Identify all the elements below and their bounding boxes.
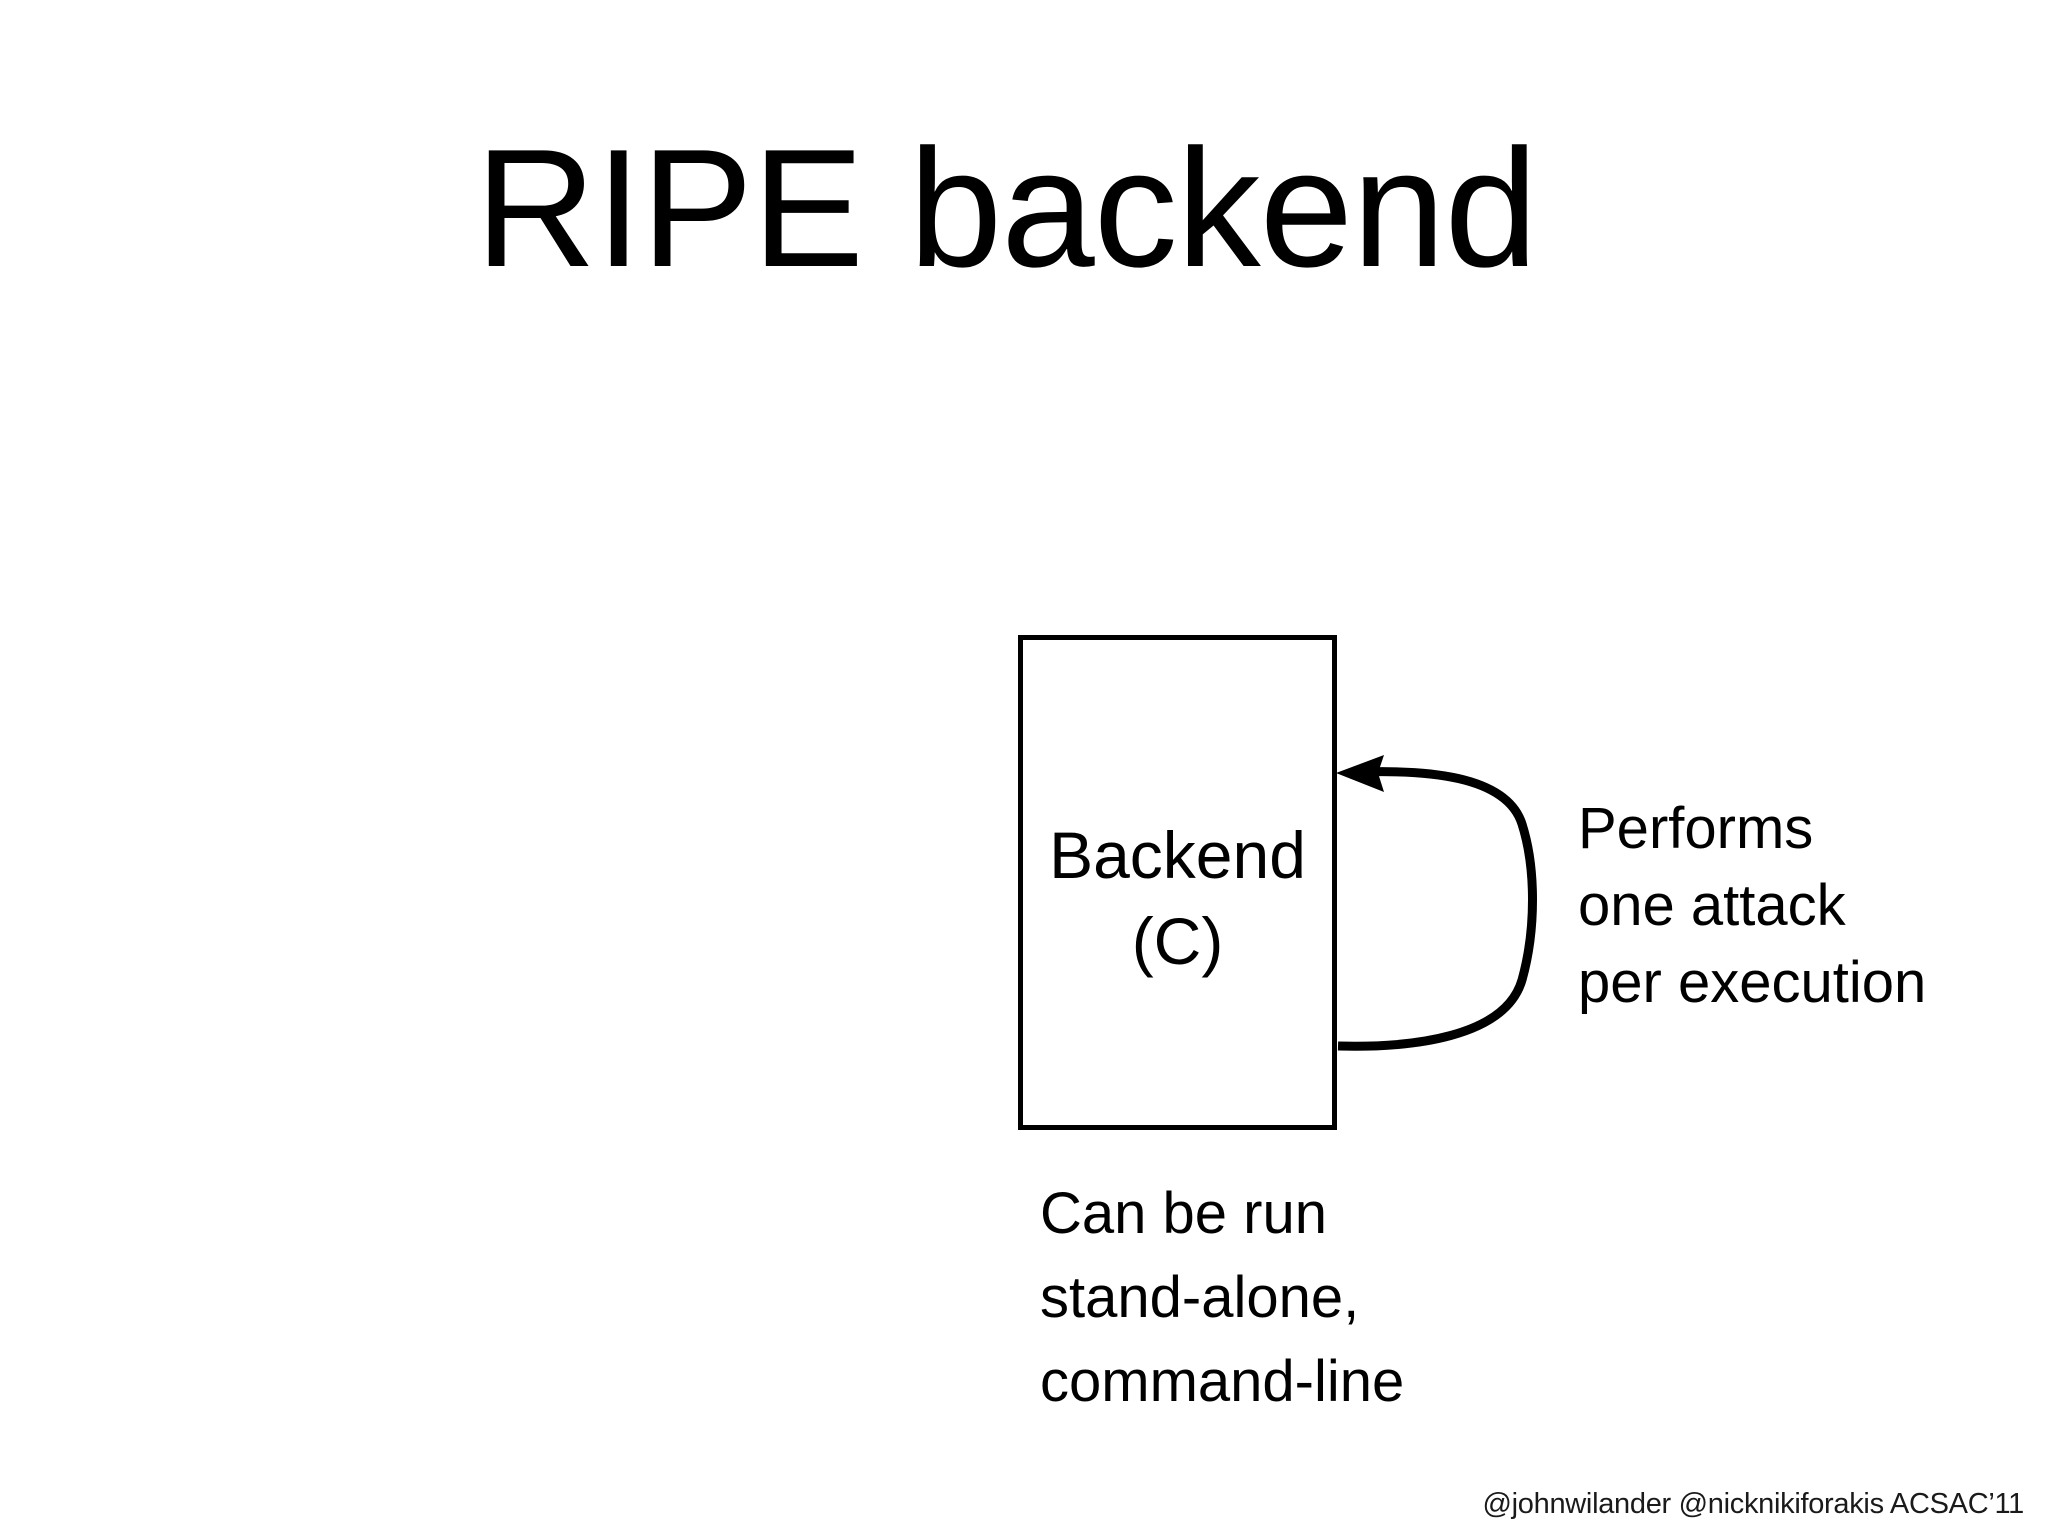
loop-arrow-icon bbox=[1336, 755, 1537, 1051]
box-annotation-line1: Can be run bbox=[1040, 1181, 1327, 1246]
loop-annotation-line1: Performs bbox=[1578, 796, 1814, 861]
backend-box-label: Backend (C) bbox=[1023, 812, 1332, 984]
page-title: RIPE backend bbox=[475, 114, 1538, 302]
backend-box-label-line1: Backend bbox=[1049, 818, 1306, 892]
backend-component-box: Backend (C) bbox=[1018, 635, 1337, 1130]
loop-annotation-text: Performs one attack per execution bbox=[1578, 790, 2008, 1021]
box-annotation-text: Can be run stand-alone, command-line bbox=[1040, 1172, 1560, 1424]
box-annotation-line2: stand-alone, bbox=[1040, 1265, 1360, 1330]
backend-box-label-line2: (C) bbox=[1131, 904, 1224, 978]
box-annotation-line3: command-line bbox=[1040, 1349, 1405, 1414]
loop-annotation-line2: one attack bbox=[1578, 873, 1846, 938]
footer-credit: @johnwilander @nicknikiforakis ACSAC’11 bbox=[1482, 1488, 2025, 1520]
loop-annotation-line3: per execution bbox=[1578, 950, 1927, 1015]
